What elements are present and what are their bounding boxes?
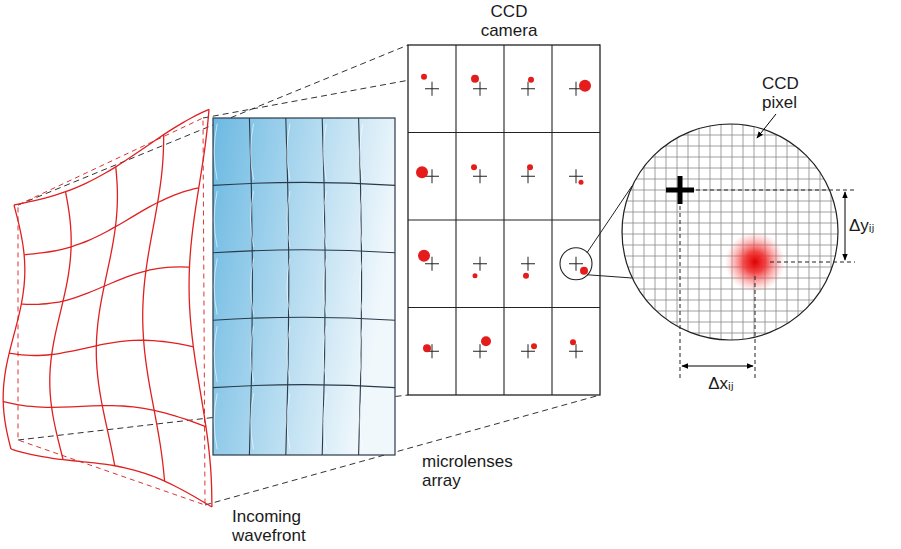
pixel-label: CCD pixel bbox=[760, 74, 812, 112]
wavefront bbox=[3, 109, 212, 507]
lens-highlight bbox=[360, 191, 363, 247]
wavefront-line bbox=[9, 340, 193, 355]
lens-highlight bbox=[323, 191, 326, 247]
wavefront-line bbox=[21, 267, 189, 304]
reference-cross bbox=[666, 176, 694, 204]
focal-spot bbox=[527, 164, 533, 170]
focal-spot bbox=[523, 273, 529, 279]
ccd-camera bbox=[408, 45, 600, 395]
focal-spot bbox=[579, 180, 584, 185]
wavefront-line bbox=[11, 449, 212, 507]
dy-arrow bbox=[845, 192, 846, 260]
focal-spot bbox=[473, 273, 478, 278]
lens-highlight bbox=[360, 326, 363, 382]
lens-highlight bbox=[287, 191, 290, 247]
lens-panel bbox=[213, 118, 395, 455]
focal-spot bbox=[471, 164, 477, 170]
pixel-zoom bbox=[587, 114, 855, 378]
dx-arrow bbox=[682, 366, 753, 367]
reference-cross bbox=[473, 82, 487, 96]
wavefront-line bbox=[96, 167, 117, 466]
wavefront-line bbox=[24, 188, 199, 255]
pixel-grid bbox=[615, 120, 845, 345]
zoom-disc-border bbox=[622, 124, 838, 340]
wavefront-line bbox=[3, 401, 206, 426]
lens-label: microlenses array bbox=[420, 452, 534, 490]
lens-highlight bbox=[214, 191, 217, 247]
microlens-array bbox=[213, 118, 395, 455]
focal-spot bbox=[579, 80, 591, 92]
lens-border bbox=[213, 250, 395, 253]
perspective-lines bbox=[18, 45, 600, 505]
focal-spot bbox=[580, 267, 588, 275]
cell-border bbox=[551, 45, 552, 395]
lens-highlight bbox=[287, 326, 290, 382]
focal-spot bbox=[423, 344, 431, 352]
lens-highlight bbox=[323, 393, 326, 449]
lens-highlight bbox=[251, 393, 254, 449]
lens-highlight bbox=[251, 259, 254, 315]
wavefront-line bbox=[143, 135, 165, 481]
lens-highlight bbox=[251, 326, 254, 382]
reference-cross bbox=[569, 344, 583, 358]
focal-spot bbox=[481, 336, 491, 346]
zoom-line bbox=[587, 275, 632, 278]
lens-highlight bbox=[251, 124, 254, 180]
reference-cross bbox=[521, 169, 535, 183]
cell-border bbox=[408, 307, 600, 308]
focal-spot bbox=[570, 339, 576, 345]
lens-highlight bbox=[214, 124, 217, 180]
reference-cross bbox=[473, 257, 487, 271]
lens-highlight bbox=[360, 393, 363, 449]
reference-cross bbox=[473, 169, 487, 183]
wavefront-line bbox=[3, 205, 25, 449]
lens-highlight bbox=[287, 259, 290, 315]
offset-guides bbox=[680, 190, 855, 378]
focal-spot bbox=[531, 343, 537, 349]
dx-label: Δxᵢⱼ bbox=[696, 374, 746, 393]
lens-border bbox=[213, 317, 395, 320]
focal-spot bbox=[471, 75, 479, 83]
pixel-pointer bbox=[757, 114, 776, 138]
reference-cross bbox=[425, 82, 439, 96]
lens-highlight bbox=[214, 393, 217, 449]
ccd-panel bbox=[408, 45, 600, 395]
cell-border bbox=[408, 219, 600, 220]
focal-spot bbox=[418, 250, 430, 262]
zoom-disc bbox=[622, 124, 838, 340]
lens-highlight bbox=[323, 259, 326, 315]
lens-highlight bbox=[360, 259, 363, 315]
wavefront-line bbox=[50, 192, 71, 460]
lens-highlight bbox=[251, 191, 254, 247]
lens-highlight bbox=[323, 326, 326, 382]
reference-cross bbox=[521, 257, 535, 271]
focal-spot bbox=[416, 166, 428, 178]
lens-border bbox=[213, 182, 395, 185]
lens-highlight bbox=[287, 393, 290, 449]
camera-label: CCD camera bbox=[478, 2, 540, 40]
lens-highlight bbox=[214, 326, 217, 382]
wavefront-line bbox=[14, 109, 209, 205]
lens-highlight bbox=[214, 259, 217, 315]
focal-spot bbox=[528, 77, 534, 83]
lens-highlight bbox=[287, 124, 290, 180]
reference-cross bbox=[473, 344, 487, 358]
focal-spot bbox=[421, 74, 427, 80]
wavefront-label: Incoming wavefront bbox=[230, 507, 334, 545]
lens-highlight bbox=[323, 124, 326, 180]
lens-border bbox=[213, 385, 395, 388]
lens-highlight bbox=[360, 124, 363, 180]
dy-label: Δyᵢⱼ bbox=[847, 216, 897, 235]
wavefront-line bbox=[189, 109, 212, 507]
wavefront-frame bbox=[18, 118, 205, 505]
reference-cross bbox=[521, 82, 535, 96]
